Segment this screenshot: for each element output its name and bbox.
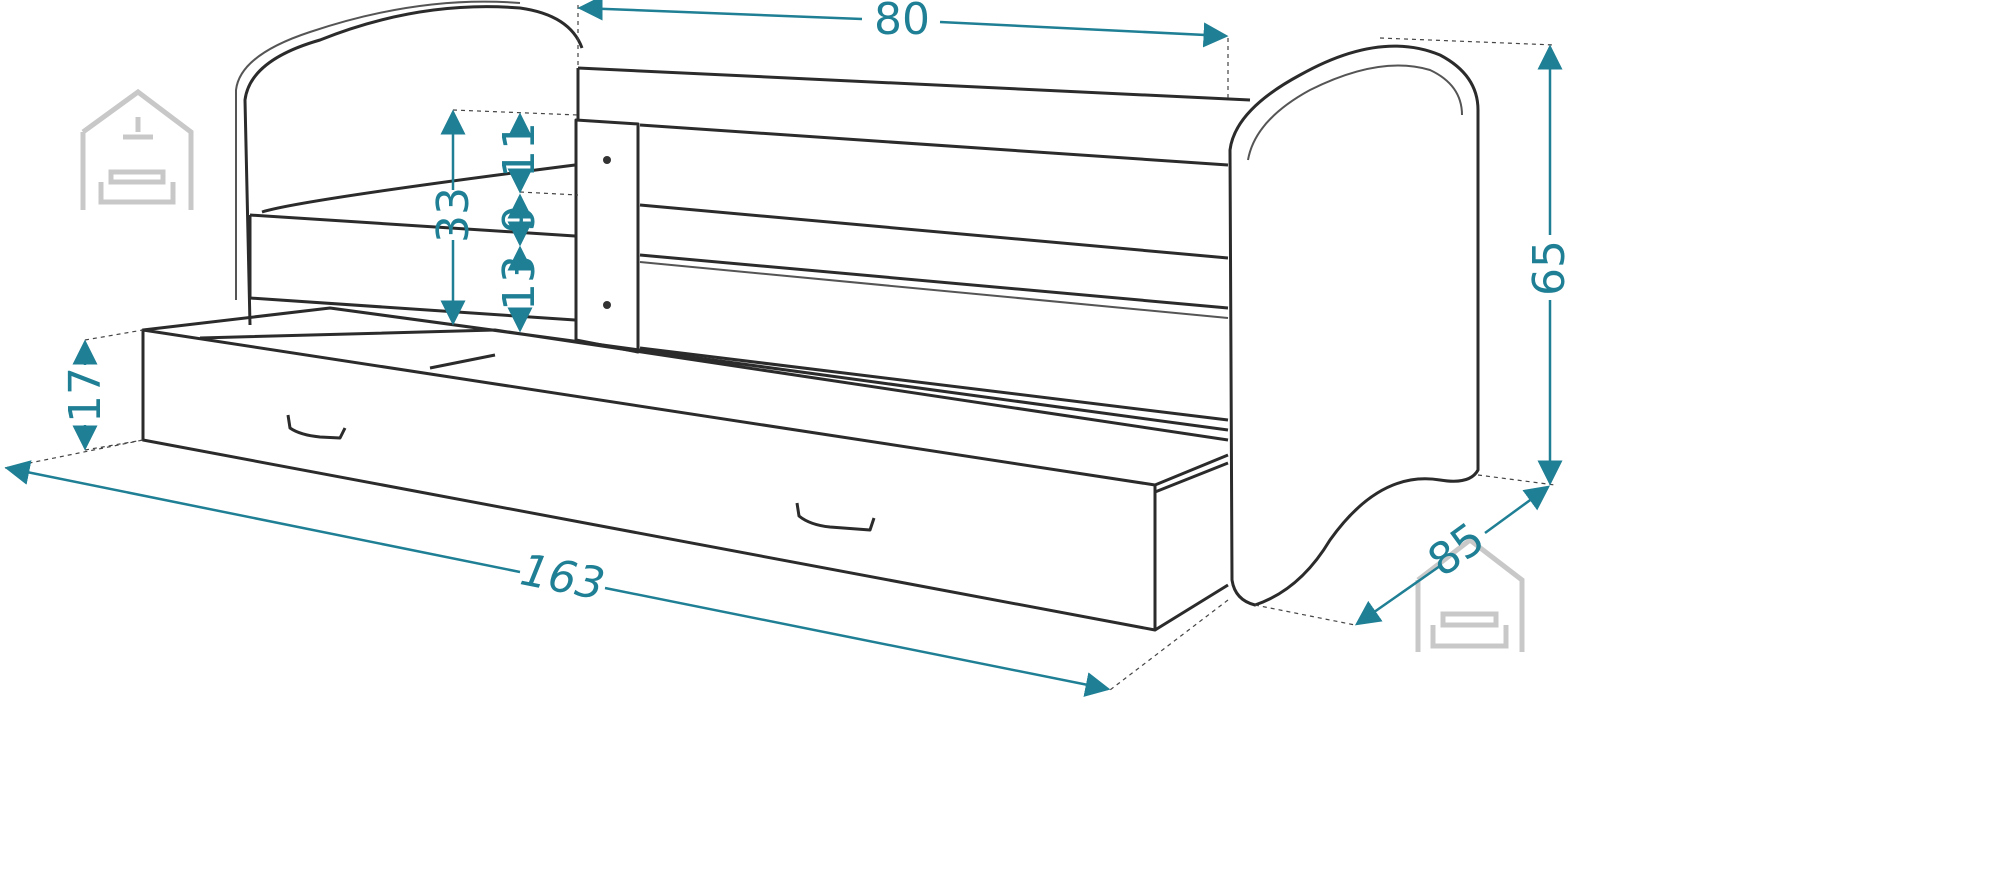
dim-rail-gap-top: 11 [494, 122, 545, 178]
dim-rail-gap-mid: 9 [494, 205, 545, 233]
bed-outline [141, 0, 1480, 632]
drawer-handle-left [286, 414, 347, 440]
dim-rail-height: 33 [428, 187, 479, 243]
dim-depth: 85 [1419, 513, 1494, 587]
dim-width-top: 80 [874, 0, 930, 45]
dim-rail-gap-bottom: 13 [494, 255, 545, 311]
house-sofa-icon [1415, 536, 1525, 652]
dim-drawer-height: 17 [60, 367, 111, 423]
house-sofa-icon [80, 88, 194, 210]
extension-lines [4, 5, 1556, 691]
dim-height-total: 65 [1524, 240, 1575, 296]
dim-length: 163 [516, 545, 608, 611]
drawer-handle-right [795, 502, 876, 532]
dimension-lines [4, 0, 1563, 697]
